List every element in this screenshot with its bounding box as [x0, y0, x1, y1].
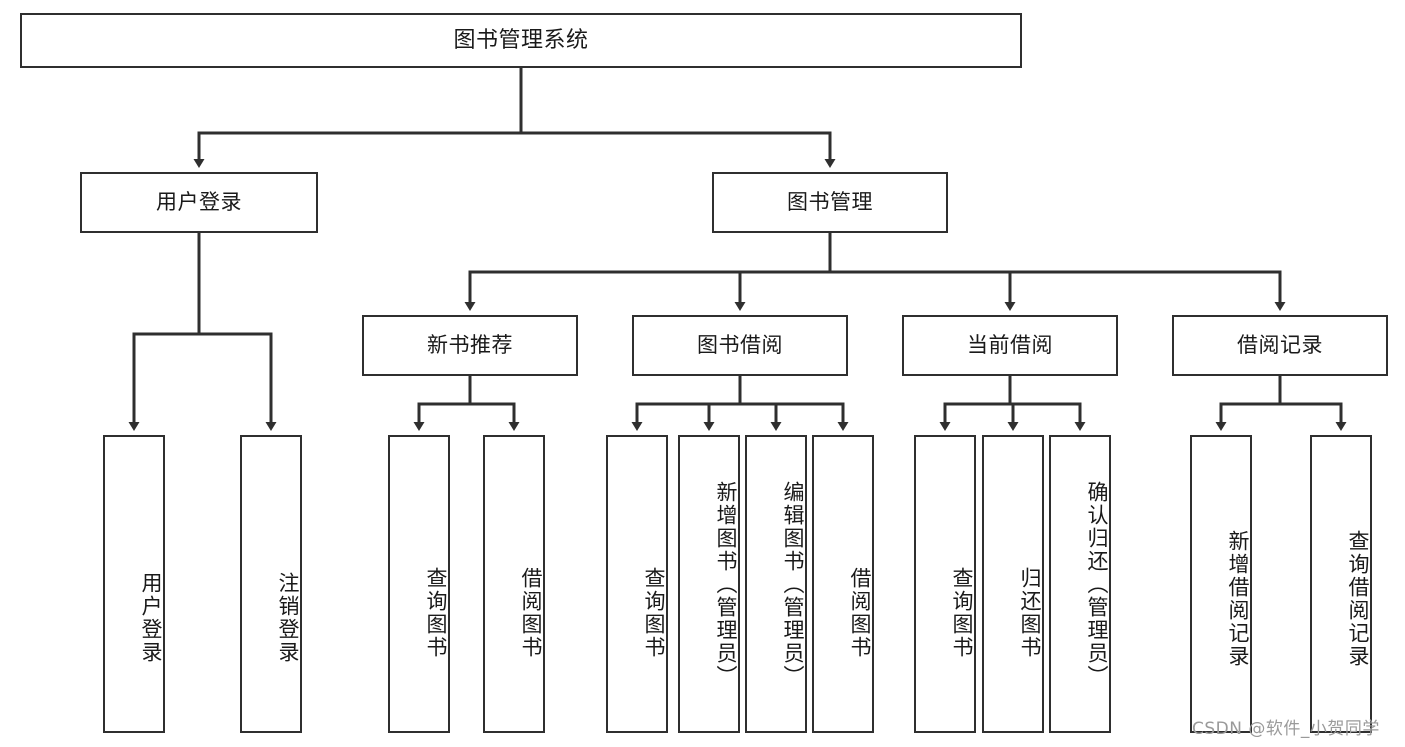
leaf-label: 新增图书（管理员）	[714, 480, 738, 688]
node-new-book-recommend[interactable]: 新书推荐	[362, 315, 578, 376]
leaf-label: 确认归还（管理员）	[1085, 480, 1109, 688]
leaf-label: 用户登录	[139, 572, 163, 664]
leaf-add-record[interactable]: 新增借阅记录	[1190, 435, 1252, 733]
node-current-borrow[interactable]: 当前借阅	[902, 315, 1118, 376]
leaf-borrow-book-2[interactable]: 借阅图书	[812, 435, 874, 733]
leaf-label: 编辑图书（管理员）	[781, 480, 805, 688]
leaf-label: 查询图书	[424, 567, 448, 659]
leaf-confirm-return[interactable]: 确认归还（管理员）	[1049, 435, 1111, 733]
node-book-manage[interactable]: 图书管理	[712, 172, 948, 233]
leaf-label: 查询借阅记录	[1346, 529, 1370, 668]
leaf-label: 新增借阅记录	[1226, 529, 1250, 668]
leaf-query-book-2[interactable]: 查询图书	[606, 435, 668, 733]
leaf-label: 注销登录	[276, 572, 300, 664]
csdn-watermark: CSDN @软件_小贺同学	[1192, 719, 1380, 739]
leaf-label: 查询图书	[642, 567, 666, 659]
leaf-label: 查询图书	[950, 567, 974, 659]
node-user-login[interactable]: 用户登录	[80, 172, 318, 233]
leaf-return-book[interactable]: 归还图书	[982, 435, 1044, 733]
leaf-user-login[interactable]: 用户登录	[103, 435, 165, 733]
leaf-label: 借阅图书	[519, 567, 543, 659]
leaf-label: 归还图书	[1018, 567, 1042, 659]
leaf-query-book-1[interactable]: 查询图书	[388, 435, 450, 733]
leaf-label: 借阅图书	[848, 567, 872, 659]
leaf-query-record[interactable]: 查询借阅记录	[1310, 435, 1372, 733]
leaf-query-book-3[interactable]: 查询图书	[914, 435, 976, 733]
leaf-borrow-book-1[interactable]: 借阅图书	[483, 435, 545, 733]
node-borrow-record[interactable]: 借阅记录	[1172, 315, 1388, 376]
leaf-edit-book[interactable]: 编辑图书（管理员）	[745, 435, 807, 733]
node-book-borrow[interactable]: 图书借阅	[632, 315, 848, 376]
leaf-user-logout[interactable]: 注销登录	[240, 435, 302, 733]
leaf-add-book[interactable]: 新增图书（管理员）	[678, 435, 740, 733]
node-root[interactable]: 图书管理系统	[20, 13, 1022, 68]
